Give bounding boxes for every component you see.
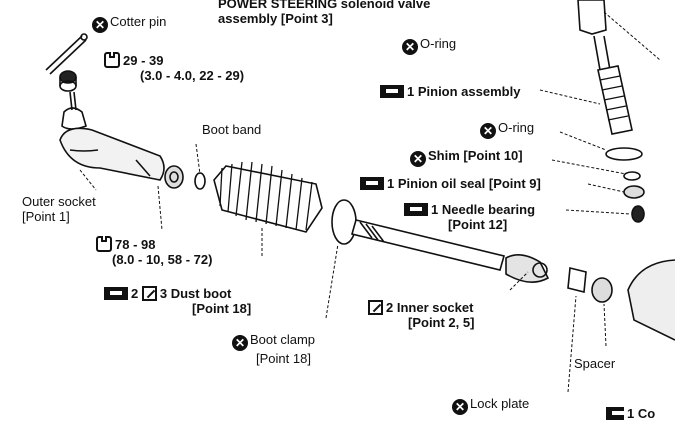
o-ring-mid-label: ✕O-ring: [480, 120, 534, 139]
o-ring-top-label: ✕O-ring: [402, 36, 456, 55]
discard-x-icon: ✕: [232, 335, 248, 351]
boot-clamp-part: [331, 199, 357, 245]
spacer-part: [591, 277, 613, 303]
outer-socket-part: [59, 91, 165, 181]
boot-band-part: [194, 172, 206, 190]
torque-spec-2-label: 78 - 98 (8.0 - 10, 58 - 72): [96, 236, 212, 267]
needle-bearing-label: 1 Needle bearing [Point 12]: [404, 202, 535, 232]
corner-fragment-label: 1 Co: [606, 406, 655, 421]
rack-part: [351, 219, 505, 271]
outer-socket-label: Outer socket [Point 1]: [22, 194, 96, 224]
grease-icon: [104, 287, 128, 300]
inner-socket-part: [505, 254, 550, 283]
torque-wrench-icon: [104, 52, 120, 68]
lock-plate-part: [567, 266, 587, 294]
grease-icon: [360, 177, 384, 190]
pinion-assembly-label: 1 Pinion assembly: [380, 84, 520, 99]
discard-x-icon: ✕: [92, 17, 108, 33]
pinion-oil-seal-part: [623, 185, 645, 199]
pinion-assembly-part: [577, 0, 633, 135]
torque-spec-1-label: 29 - 39 (3.0 - 4.0, 22 - 29): [104, 52, 244, 83]
boot-clamp-label: ✕Boot clamp [Point 18]: [232, 332, 315, 366]
gear-housing-part: [627, 259, 675, 341]
power-steering-solenoid-label: POWER STEERING solenoid valve assembly […: [218, 0, 431, 26]
shim-part: [623, 171, 641, 181]
inner-socket-label: 2 Inner socket [Point 2, 5]: [368, 300, 474, 330]
grease-icon: [606, 407, 624, 420]
lock-nut-part: [164, 165, 184, 189]
discard-x-icon: ✕: [410, 151, 426, 167]
pinion-oil-seal-label: 1 Pinion oil seal [Point 9]: [360, 176, 541, 191]
castle-nut-part: [59, 70, 77, 92]
pinion-o-ring-part: [605, 147, 643, 161]
sealant-icon: [141, 286, 157, 301]
discard-x-icon: ✕: [480, 123, 496, 139]
discard-x-icon: ✕: [452, 399, 468, 415]
shim-label: ✕Shim [Point 10]: [410, 148, 523, 167]
sealant-icon: [368, 300, 383, 315]
dust-boot-part: [213, 161, 323, 233]
grease-icon: [380, 85, 404, 98]
spacer-label: Spacer: [574, 356, 616, 371]
needle-bearing-part: [631, 205, 645, 223]
lock-plate-label: ✕Lock plate: [452, 396, 529, 415]
dust-boot-label: 2 3 Dust boot [Point 18]: [104, 286, 251, 316]
torque-wrench-icon: [96, 236, 112, 252]
grease-icon: [404, 203, 428, 216]
discard-x-icon: ✕: [402, 39, 418, 55]
cotter-pin-part: [45, 33, 88, 75]
boot-band-label: Boot band: [202, 122, 262, 137]
cotter-pin-label: ✕Cotter pin: [92, 14, 166, 33]
